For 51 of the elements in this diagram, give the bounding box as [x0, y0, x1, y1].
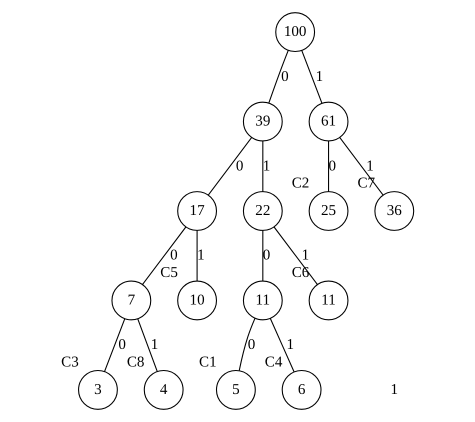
edge-label: 0: [248, 337, 256, 354]
node-circle: 39: [242, 102, 283, 142]
node-label: C2: [292, 176, 310, 192]
edge-label: 1: [197, 248, 205, 264]
connector: [268, 50, 289, 103]
connector: [274, 226, 318, 285]
edge-label: 1: [316, 68, 324, 85]
edge-label: 0: [170, 248, 178, 264]
connector: [328, 141, 330, 192]
connector: [262, 141, 264, 192]
node-circle: 5: [216, 370, 256, 410]
label: 1: [390, 382, 398, 398]
edge-label: 0: [118, 337, 126, 354]
node-circle: 11: [242, 280, 283, 320]
connector: [339, 137, 384, 196]
node-circle: 22: [242, 191, 283, 231]
connector: [142, 226, 186, 285]
edge-label: 0: [236, 158, 244, 174]
node-circle: 11: [308, 280, 348, 320]
node-label: C6: [292, 264, 310, 281]
node-circle: 17: [177, 191, 218, 231]
edge-label: 1: [286, 337, 294, 354]
connector: [137, 318, 158, 372]
connector: [104, 318, 126, 372]
node-circle: 61: [308, 102, 348, 142]
connector: [270, 318, 295, 372]
edge-label: 1: [150, 337, 158, 354]
node-circle: 10: [177, 280, 218, 320]
edge-label: 1: [366, 158, 374, 174]
connector: [262, 230, 264, 281]
connector: [196, 230, 198, 281]
node-circle: 3: [78, 370, 118, 410]
connector: [301, 50, 322, 104]
node-circle: 6: [282, 370, 322, 410]
node-label: C7: [357, 176, 376, 192]
edge-label: 1: [302, 248, 310, 264]
edge-label: 0: [281, 68, 289, 85]
node-label: C1: [199, 354, 217, 370]
node-label: C4: [264, 354, 282, 370]
connector: [238, 318, 256, 370]
node-circle: 25: [308, 191, 348, 231]
connector: [208, 137, 252, 196]
node-label: C8: [126, 354, 144, 370]
node-circle: 7: [111, 280, 152, 320]
edge-label: 1: [262, 158, 270, 174]
edge-label: 0: [328, 158, 336, 174]
node-circle: 4: [144, 370, 184, 410]
node-circle: 36: [374, 191, 414, 231]
node-circle: 100: [275, 12, 316, 52]
node-label: C5: [160, 264, 178, 281]
node-label: C3: [61, 354, 79, 370]
